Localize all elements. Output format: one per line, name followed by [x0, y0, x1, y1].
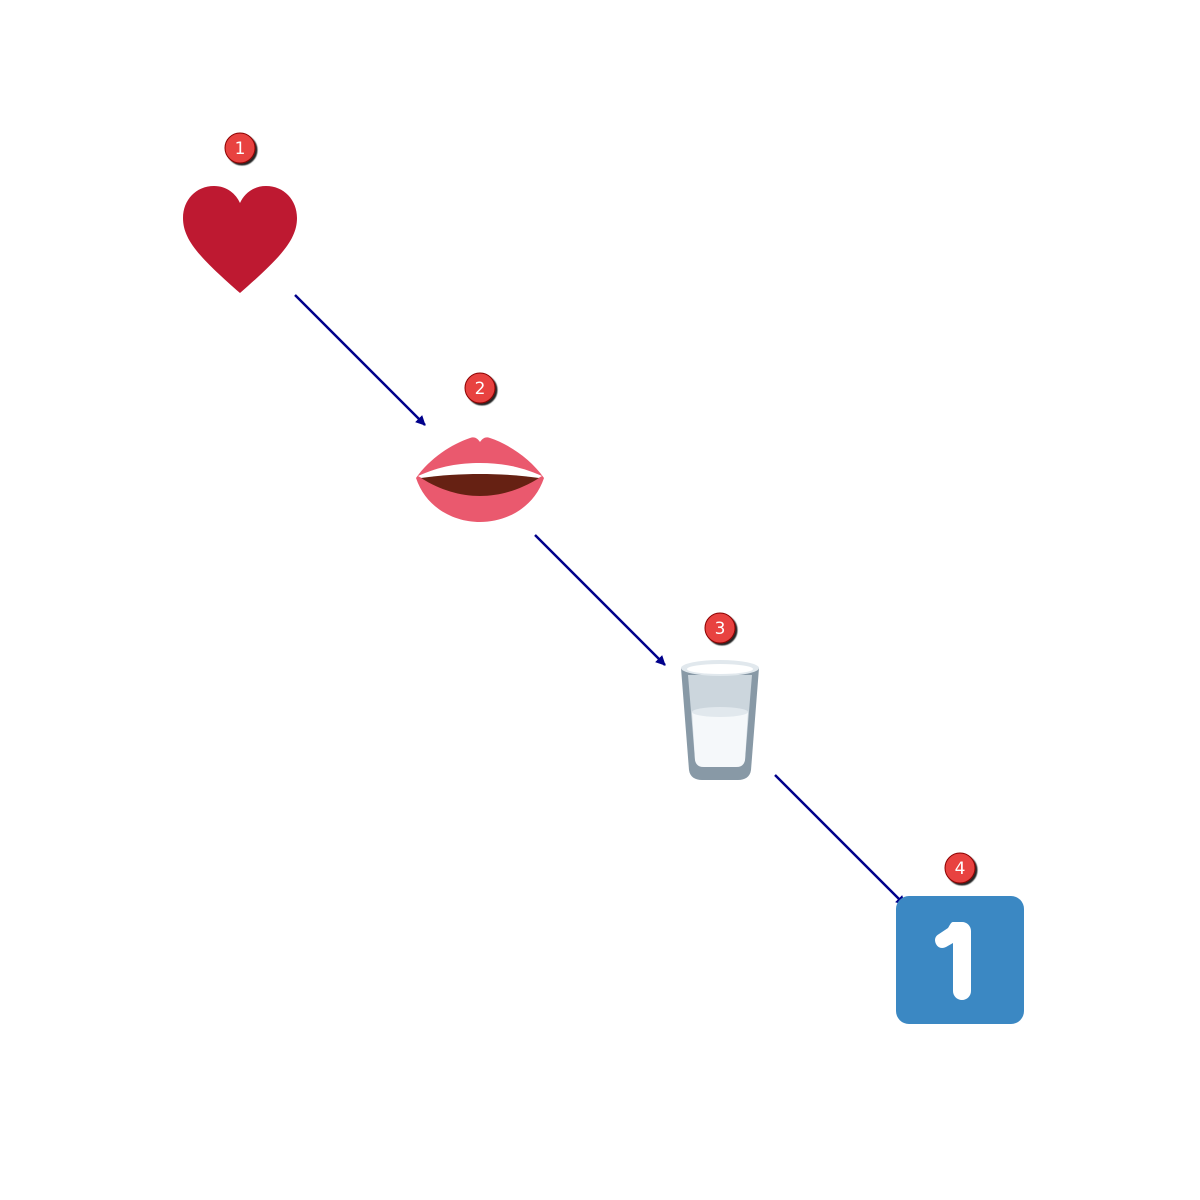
arrow-1-to-2 — [294, 294, 426, 426]
step-number-4: 4 — [955, 859, 966, 879]
step-badge-3 — [704, 612, 736, 644]
arrow-2-to-3 — [534, 534, 666, 666]
step-badge-2 — [464, 372, 496, 404]
step-2: 2 — [416, 372, 544, 522]
step-number-3: 3 — [715, 619, 726, 639]
mouth-icon — [416, 437, 544, 522]
keycap-digit-one-icon — [896, 896, 1024, 1024]
step-number-2: 2 — [475, 379, 486, 399]
step-4: 4 — [896, 852, 1024, 1024]
arrow-3-to-4 — [774, 774, 906, 906]
step-3: 3 — [681, 612, 759, 780]
red-heart-icon — [183, 186, 297, 293]
glass-of-milk-icon — [681, 660, 759, 780]
step-badge-4 — [944, 852, 976, 884]
step-number-1: 1 — [235, 139, 246, 159]
step-1: 1 — [183, 132, 297, 293]
step-badge-1 — [224, 132, 256, 164]
